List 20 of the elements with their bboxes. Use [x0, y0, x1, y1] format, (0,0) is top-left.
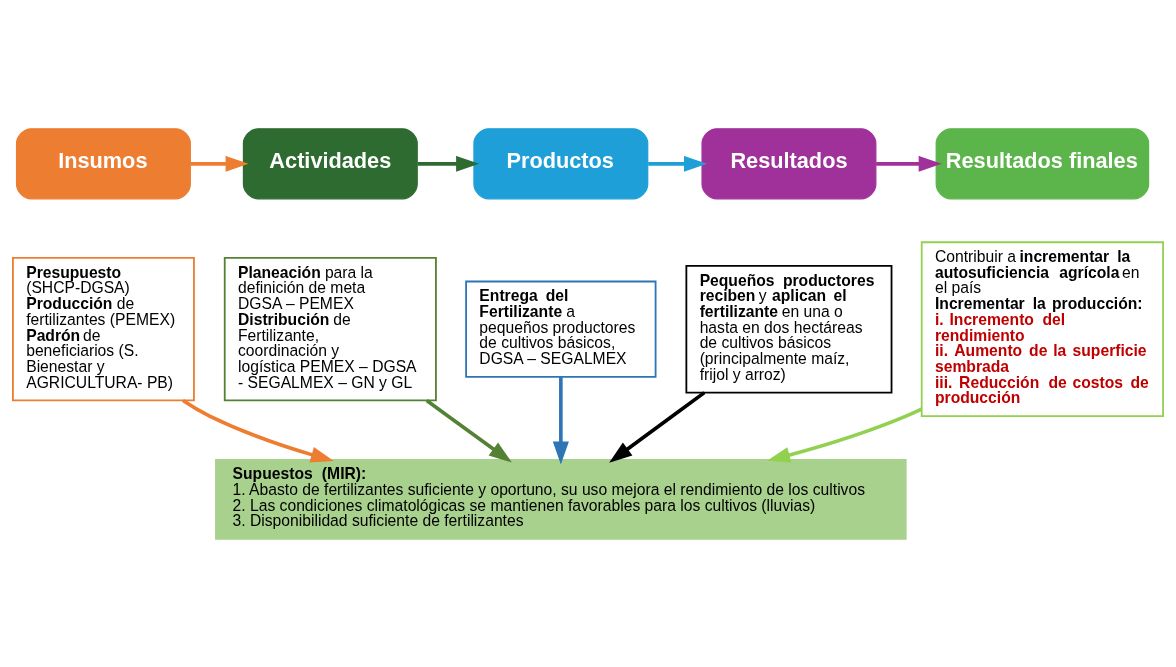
arrow — [425, 398, 512, 463]
arrow — [609, 390, 706, 463]
node-box: Actividades — [242, 127, 418, 199]
arrow — [190, 155, 249, 172]
node-box: Insumos — [15, 127, 191, 199]
arrow — [876, 155, 942, 172]
node-box: Pequeños productores reciben y aplican el fertilizante en una o hasta en dos hectáreas de cultivos básicos (principalmente maíz, frijol y arroz) — [685, 264, 893, 393]
arrow — [181, 398, 334, 462]
node-box: Resultados — [701, 127, 877, 199]
node-box: Presupuesto (SHCP-DGSA) Producción de fertilizantes (PEMEX) Padrón de beneficiarios (S. Bienestar y AGRICULTURA- PB) — [12, 256, 195, 401]
arrow — [767, 406, 923, 463]
node-box: Planeación para la definición de meta DGSA – PEMEX Distribución de Fertilizante, coordinación y logística PEMEX – DGSA - SEGALMEX – GN y GL — [223, 256, 437, 401]
node-box: Productos — [473, 127, 649, 199]
node-box: Supuestos (MIR): 1. Abasto de fertilizantes suficiente y oportuno, su uso mejora el rendimiento de los cultivos 2. Las condiciones climatológicas se mantienen favorables para los cultivos (lluvias) 3. Disponibilidad suficiente de fertilizantes — [215, 458, 907, 540]
arrow — [417, 155, 480, 172]
node-box: Entrega del Fertilizante a pequeños productores de cultivos básicos, DGSA – SEGALMEX — [465, 280, 657, 378]
node-box: Resultados finales — [935, 127, 1150, 199]
arrow — [552, 376, 569, 464]
arrow — [648, 155, 707, 172]
node-box: Contribuir a incrementar la autosuficiencia agrícola en el país Incrementar la producción: i. Incremento del rendimiento ii. Aumento de la superficie sembrada iii. Reducción de costos de producción — [920, 240, 1164, 417]
